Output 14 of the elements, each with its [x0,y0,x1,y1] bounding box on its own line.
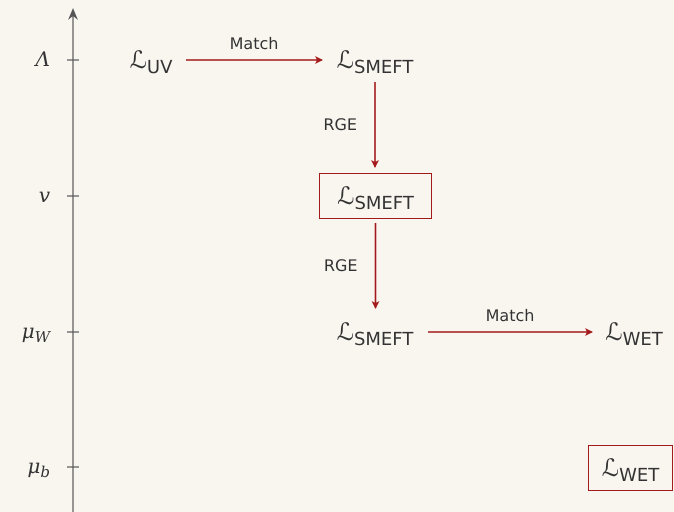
arrow [371,82,379,168]
boxed-lagrangian: ℒ$_{WET}$ [588,445,673,491]
scale-label: μ$_{W}$ [22,319,50,343]
arrow [186,56,323,64]
arrow [372,223,380,309]
scale-label: v [38,183,50,207]
lagrangian-label: ℒ$_{UV}$ [120,42,182,78]
scale-label: Λ [36,47,50,71]
lagrangian-label: ℒ$_{SMEFT}$ [326,314,424,350]
arrow [428,328,593,336]
scale-label: μ$_{b}$ [27,454,50,478]
boxed-lagrangian: ℒ$_{SMEFT}$ [319,173,432,219]
lagrangian-label: ℒ$_{WET}$ [596,314,672,350]
lagrangian-label: ℒ$_{SMEFT}$ [326,42,424,78]
